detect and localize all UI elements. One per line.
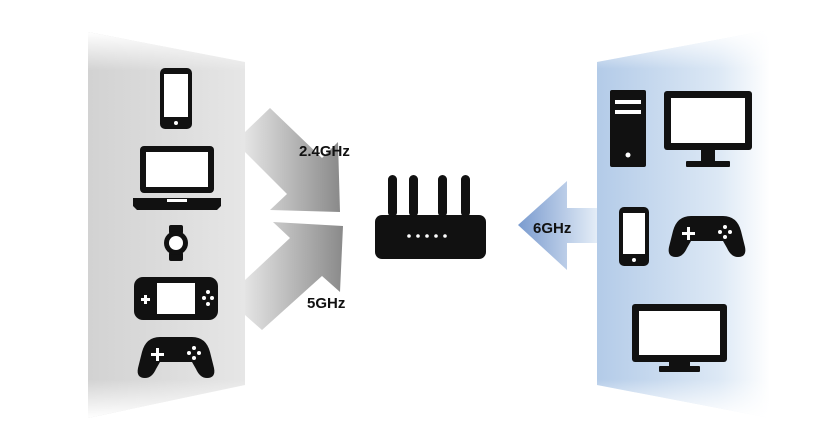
legacy-devices-panel	[88, 32, 245, 418]
arrow-24ghz	[245, 108, 340, 212]
smartwatch-icon	[164, 225, 188, 261]
monitor-icon	[664, 91, 752, 167]
band-label-5ghz: 5GHz	[307, 295, 346, 312]
gamepad-icon	[137, 337, 215, 378]
desktop-tower-icon	[610, 90, 646, 167]
tv-icon	[632, 304, 727, 372]
laptop-icon	[133, 146, 221, 210]
handheld-console-icon	[134, 277, 218, 320]
gamepad-icon	[668, 216, 746, 257]
smartphone-icon	[160, 68, 192, 129]
band-label-6ghz: 6GHz	[533, 220, 572, 237]
arrow-5ghz	[245, 222, 343, 330]
smartphone-icon	[619, 207, 649, 266]
wifi-router-icon	[375, 175, 486, 259]
band-label-24ghz: 2.4GHz	[299, 143, 350, 160]
arrow-6ghz	[518, 181, 597, 270]
